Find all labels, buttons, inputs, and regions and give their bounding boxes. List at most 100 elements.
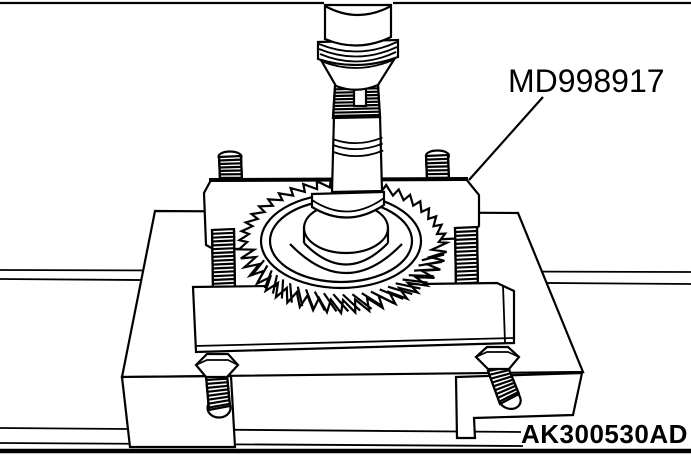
thread-line [212, 247, 235, 251]
thread-line [212, 235, 235, 239]
gear-tooth-face-line [256, 264, 269, 283]
gear-tooth-face-line [402, 278, 428, 284]
shaft-groove-rings [332, 136, 384, 158]
stud-top-right [424, 149, 451, 182]
thread-line [455, 261, 478, 265]
gear-tooth-face-line [414, 268, 439, 272]
shaft-step-ring [310, 190, 386, 219]
thread-line [212, 258, 235, 262]
thread-line [212, 266, 235, 270]
thread-line [207, 395, 230, 401]
thread-line [489, 369, 510, 376]
gear-tooth-face-line [296, 286, 304, 307]
gear-tooth-face-line [289, 283, 293, 303]
thread-line [455, 249, 478, 253]
thread-line [219, 165, 242, 169]
thread-line [491, 375, 513, 384]
tool-number-label: MD998917 [508, 63, 665, 99]
shaft-collar-rings [318, 41, 398, 63]
thread-line [426, 157, 449, 161]
stud-side-left [210, 227, 237, 292]
thread-line [498, 391, 519, 403]
gear-tooth-face-line [421, 253, 445, 262]
bench-line-upper [0, 427, 522, 433]
gear-hub-sides [302, 228, 390, 243]
gear-hub-bottom-arc [303, 242, 389, 266]
shaft-cone-top-arc [320, 58, 396, 69]
thread-line [212, 243, 235, 247]
thread-line [333, 107, 380, 111]
thread-line [455, 229, 478, 234]
hex-nut-facets [475, 351, 520, 358]
thread-line [206, 381, 228, 385]
gear-tooth-face-line [332, 293, 350, 313]
stud-side-right [453, 225, 480, 292]
lower-plate-corner-edge [502, 284, 506, 344]
thread-line [426, 165, 449, 168]
thread-line [212, 254, 235, 258]
bench-line-lower [0, 442, 524, 447]
figure-code-label: AK300530AD [521, 419, 688, 449]
thread-line [207, 388, 229, 393]
thread-line [455, 273, 478, 277]
gear-tooth-face-line [263, 270, 273, 289]
thread-line [206, 377, 228, 382]
thread-line [455, 257, 478, 261]
shaft-top-cylinder [323, 3, 393, 47]
clamp-nut-left [194, 352, 240, 419]
gear-tooth-face-line [251, 259, 265, 277]
shaft-step-inner-arc [311, 197, 385, 213]
thread-line [426, 161, 449, 165]
thread-line [497, 388, 518, 399]
gear-tooth-face-line [418, 260, 443, 267]
thread-line [493, 378, 514, 388]
drive-gear-shaft [316, 3, 400, 194]
thread-line [212, 231, 235, 235]
thread-line [455, 265, 478, 269]
bevel-gear [236, 177, 452, 316]
gear-tooth-face-line [322, 292, 338, 313]
stud-top-left [217, 150, 244, 182]
thread-line [455, 253, 478, 257]
clamp-nut-right [474, 345, 522, 410]
lower-plate-bottom-edge [194, 337, 514, 347]
thread-line [212, 262, 235, 266]
thread-line [455, 245, 478, 249]
gear-tooth-face-line [342, 293, 361, 312]
stud-nut-left [204, 373, 232, 419]
thread-line [212, 277, 235, 282]
hub-chamfer-arc [289, 243, 403, 274]
stud-nut-right [486, 365, 522, 410]
thread-line [495, 384, 517, 396]
gear-tooth-face-line [313, 291, 326, 312]
gear-tooth-face-line [370, 290, 394, 304]
gear-tooth-face-line [387, 285, 413, 296]
thread-line [212, 239, 235, 243]
gear-tooth-face-line [280, 279, 285, 299]
gear-tooth-face-line [271, 274, 279, 294]
thread-line [208, 399, 230, 405]
hex-nut-facets [195, 359, 239, 366]
thread-line [455, 237, 478, 241]
gear-tooth-face-line [351, 293, 373, 310]
annotations: MD998917 AK300530AD [468, 63, 688, 449]
thread-line [219, 158, 242, 162]
gear-tooth-face-hatch [251, 253, 445, 313]
thread-line [208, 402, 230, 409]
gear-tooth-face-line [408, 274, 434, 278]
thread-line [212, 281, 235, 285]
thread-line [207, 391, 229, 397]
leader-line [468, 96, 544, 181]
gear-tooth-face-line [379, 288, 404, 300]
shaft-top-rim-arc [324, 5, 392, 16]
thread-line [212, 274, 235, 278]
thread-line [333, 113, 380, 118]
thread-line [333, 110, 380, 114]
gear-tooth-face-line [361, 292, 384, 308]
gear-tooth-face-line [304, 289, 315, 310]
thread-line [219, 162, 242, 166]
lower-plate-body [191, 281, 516, 354]
lower-support-plate [191, 281, 516, 354]
